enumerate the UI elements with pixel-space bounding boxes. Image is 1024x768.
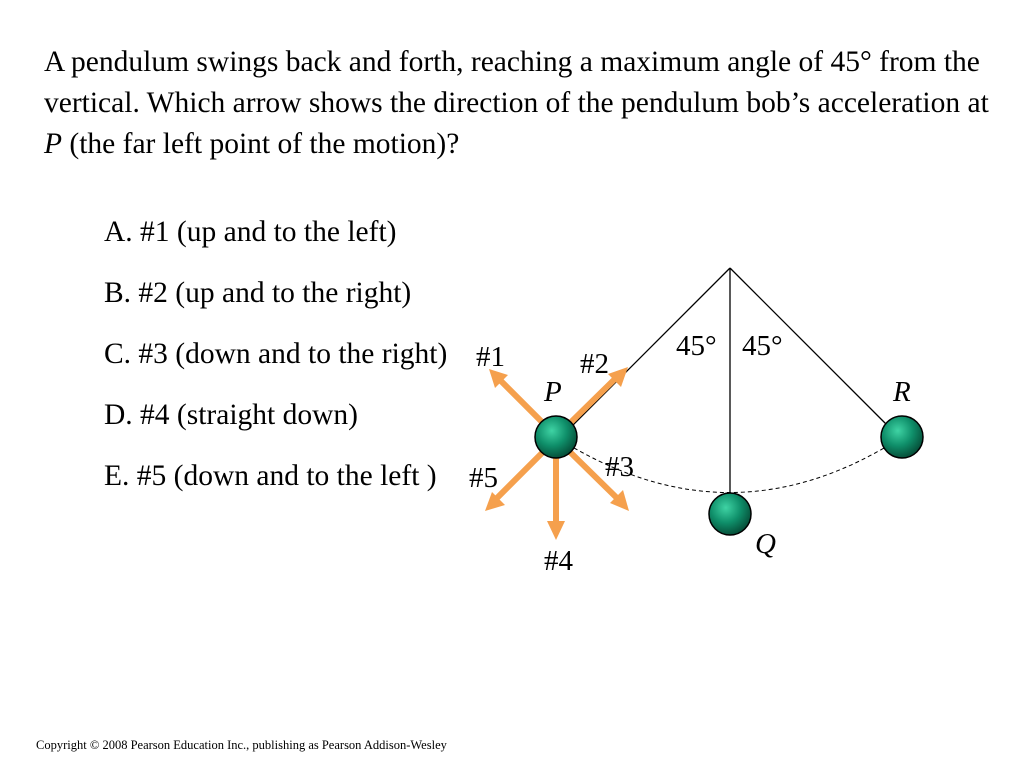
- arrowhead-1: [489, 369, 508, 388]
- arrowhead-2: [608, 367, 628, 387]
- arrow-label-1: #1: [476, 341, 505, 373]
- arrowhead-3: [610, 490, 629, 511]
- answer-d[interactable]: D. #4 (straight down): [104, 399, 358, 431]
- answer-b[interactable]: B. #2 (up and to the right): [104, 277, 412, 309]
- answer-e[interactable]: E. #5 (down and to the left ): [104, 460, 437, 492]
- arrowheads: [485, 367, 629, 540]
- arrow-5[interactable]: [489, 449, 546, 506]
- pendulum-string-left: [569, 267, 731, 429]
- arrow-label-2: #2: [580, 348, 609, 380]
- answer-c[interactable]: C. #3 (down and to the right): [104, 338, 448, 370]
- point-label-p: P: [543, 376, 562, 408]
- arrow-group: [489, 371, 625, 531]
- angle-label-left: 45°: [676, 330, 717, 362]
- answer-list: A. #1 (up and to the left) B. #2 (up and…: [104, 212, 454, 517]
- arrow-label-4: #4: [544, 545, 574, 577]
- bob-q: [708, 492, 752, 536]
- copyright-footer: Copyright © 2008 Pearson Education Inc.,…: [36, 738, 447, 752]
- answer-a[interactable]: A. #1 (up and to the left): [104, 216, 397, 248]
- question-text-start: A pendulum swings back and forth, reachi…: [44, 46, 989, 119]
- arrow-label-5: #5: [469, 462, 498, 494]
- bob-r: [880, 415, 924, 459]
- arrow-2[interactable]: [565, 371, 623, 428]
- arrowhead-5: [485, 492, 505, 511]
- arrow-1[interactable]: [493, 373, 548, 428]
- angle-label-right: 45°: [742, 330, 783, 362]
- question-point-label: P: [44, 128, 63, 160]
- question-text: A pendulum swings back and forth, reachi…: [44, 42, 994, 165]
- point-label-r: R: [892, 376, 911, 408]
- arrow-label-3: #3: [605, 451, 634, 483]
- arrow-3[interactable]: [567, 449, 625, 506]
- arrowhead-4: [547, 521, 565, 540]
- point-label-q: Q: [755, 528, 776, 560]
- bob-p: [534, 415, 578, 459]
- question-text-end: (the far left point of the motion)?: [62, 128, 460, 160]
- pendulum-string-right: [729, 267, 887, 425]
